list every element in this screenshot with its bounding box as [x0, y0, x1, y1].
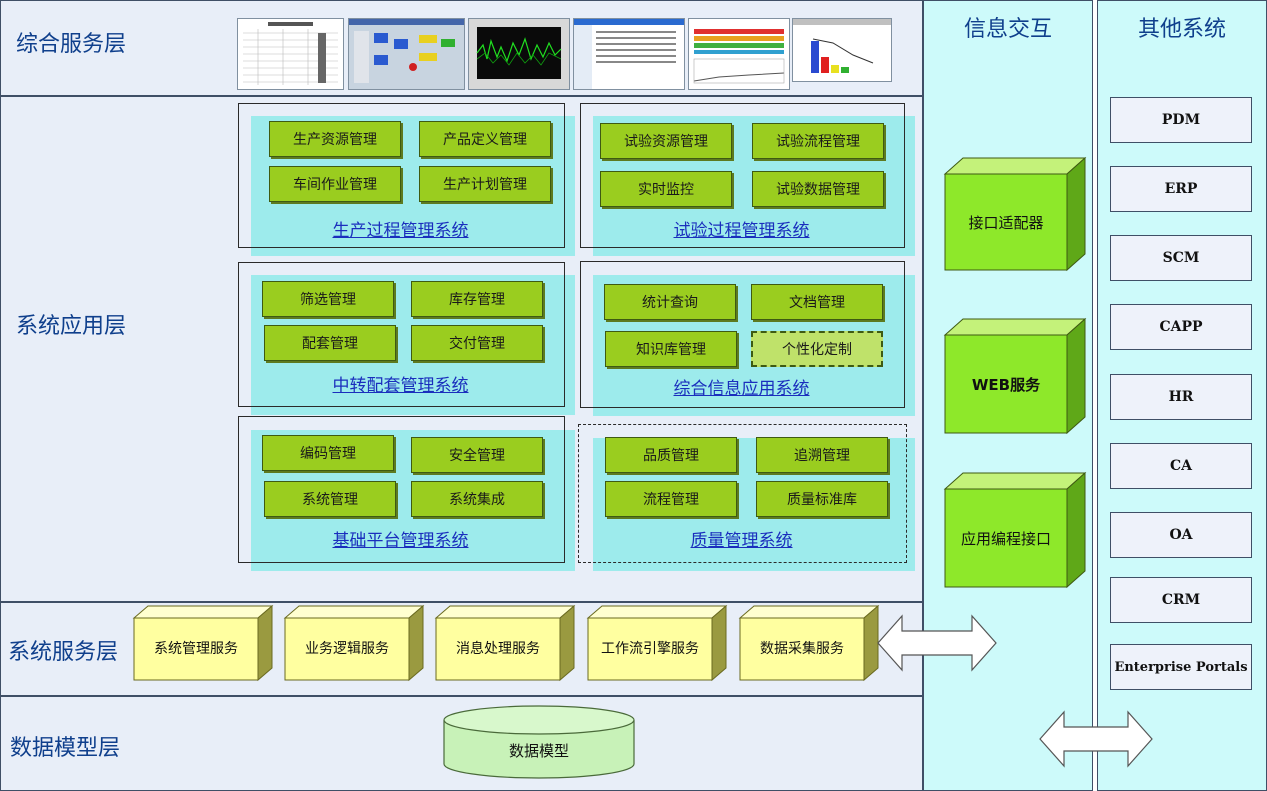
module-test-process[interactable]: 试验流程管理 — [752, 123, 884, 159]
screenshot-thumbnail-list — [573, 18, 685, 90]
service-label-workflow-engine: 工作流引擎服务 — [601, 641, 699, 657]
transfer-system-frame — [238, 262, 565, 407]
module-workshop-operation[interactable]: 车间作业管理 — [269, 166, 401, 202]
bar-chart-thumbnail-icon — [793, 19, 891, 81]
module-delivery[interactable]: 交付管理 — [411, 325, 543, 361]
other-system-crm[interactable]: CRM — [1110, 577, 1252, 623]
flow-thumbnail-icon — [349, 19, 464, 89]
screenshot-thumbnail-monitor — [468, 18, 570, 90]
module-quality-control[interactable]: 品质管理 — [605, 437, 737, 473]
platform-system-title[interactable]: 基础平台管理系统 — [332, 531, 469, 551]
module-document-management[interactable]: 文档管理 — [751, 284, 883, 320]
info-interaction-title: 信息交互 — [963, 17, 1052, 42]
other-system-erp[interactable]: ERP — [1110, 166, 1252, 212]
other-system-hr[interactable]: HR — [1110, 374, 1252, 420]
other-system-enterprise-portals[interactable]: Enterprise Portals — [1110, 644, 1252, 690]
production-system-frame — [238, 103, 565, 248]
module-knowledge-base[interactable]: 知识库管理 — [605, 331, 737, 367]
module-inventory[interactable]: 库存管理 — [411, 281, 543, 317]
info-app-system-frame — [580, 261, 905, 408]
module-personalization[interactable]: 个性化定制 — [751, 331, 883, 367]
system-application-layer-label: 系统应用层 — [16, 314, 127, 339]
table-thumbnail-icon — [238, 19, 343, 89]
interaction-to-other-arrow — [1039, 710, 1153, 768]
service-box-workflow-engine[interactable] — [586, 604, 728, 682]
other-system-capp[interactable]: CAPP — [1110, 304, 1252, 350]
module-product-definition[interactable]: 产品定义管理 — [419, 121, 551, 157]
module-system-integration[interactable]: 系统集成 — [411, 481, 543, 517]
gantt-thumbnail-icon — [689, 19, 789, 89]
data-model-layer-label: 数据模型层 — [10, 736, 121, 761]
module-process-management[interactable]: 流程管理 — [605, 481, 737, 517]
service-label-system-management: 系统管理服务 — [154, 641, 238, 657]
module-production-resource[interactable]: 生产资源管理 — [269, 121, 401, 157]
module-statistics-query[interactable]: 统计查询 — [604, 284, 736, 320]
service-label-business-logic: 业务逻辑服务 — [305, 641, 389, 657]
info-app-system-title[interactable]: 综合信息应用系统 — [673, 379, 810, 399]
screenshot-thumbnail-gantt — [688, 18, 790, 90]
service-box-data-collection[interactable] — [738, 604, 880, 682]
cube-api-label: 应用编程接口 — [960, 530, 1051, 548]
system-service-layer-label: 系统服务层 — [8, 640, 119, 665]
other-system-pdm[interactable]: PDM — [1110, 97, 1252, 143]
module-production-plan[interactable]: 生产计划管理 — [419, 166, 551, 202]
monitor-thumbnail-icon — [469, 19, 569, 89]
screenshot-thumbnail-table — [237, 18, 344, 90]
other-system-oa[interactable]: OA — [1110, 512, 1252, 558]
module-system-management[interactable]: 系统管理 — [264, 481, 396, 517]
service-label-message-processing: 消息处理服务 — [456, 641, 540, 657]
test-system-title[interactable]: 试验过程管理系统 — [673, 221, 810, 241]
module-test-data[interactable]: 试验数据管理 — [752, 171, 884, 207]
screenshot-thumbnail-flow — [348, 18, 465, 90]
list-thumbnail-icon — [574, 19, 684, 89]
test-system-frame — [580, 103, 905, 248]
cube-interface-adapter-label: 接口适配器 — [968, 214, 1044, 232]
service-box-message-processing[interactable] — [434, 604, 576, 682]
service-boxes — [132, 604, 880, 682]
service-box-business-logic[interactable] — [283, 604, 425, 682]
module-screening[interactable]: 筛选管理 — [262, 281, 394, 317]
module-traceability[interactable]: 追溯管理 — [756, 437, 888, 473]
other-system-scm[interactable]: SCM — [1110, 235, 1252, 281]
module-test-resource[interactable]: 试验资源管理 — [600, 123, 732, 159]
integrated-service-layer-label: 综合服务层 — [16, 32, 127, 57]
service-box-system-management[interactable] — [132, 604, 274, 682]
service-label-data-collection: 数据采集服务 — [760, 641, 844, 657]
screenshot-thumbnail-chart — [792, 18, 892, 82]
cube-api[interactable] — [943, 471, 1087, 589]
production-system-title[interactable]: 生产过程管理系统 — [332, 221, 469, 241]
other-system-ca[interactable]: CA — [1110, 443, 1252, 489]
module-coding[interactable]: 编码管理 — [262, 435, 394, 471]
platform-system-frame — [238, 416, 565, 563]
data-model-cylinder[interactable] — [442, 704, 636, 782]
cube-web-service[interactable] — [943, 317, 1087, 435]
module-security[interactable]: 安全管理 — [411, 437, 543, 473]
other-systems-title: 其他系统 — [1137, 17, 1226, 42]
quality-system-title[interactable]: 质量管理系统 — [690, 531, 793, 551]
module-kitting[interactable]: 配套管理 — [264, 325, 396, 361]
interaction-cubes — [943, 156, 1087, 589]
module-quality-standards[interactable]: 质量标准库 — [756, 481, 888, 517]
transfer-system-title[interactable]: 中转配套管理系统 — [332, 376, 469, 396]
cube-web-service-label: WEB服务 — [971, 376, 1041, 394]
cube-interface-adapter[interactable] — [943, 156, 1087, 272]
quality-system-frame — [578, 424, 907, 563]
module-realtime-monitor[interactable]: 实时监控 — [600, 171, 732, 207]
data-model-label: 数据模型 — [508, 742, 569, 760]
service-to-interaction-arrow — [877, 614, 997, 672]
